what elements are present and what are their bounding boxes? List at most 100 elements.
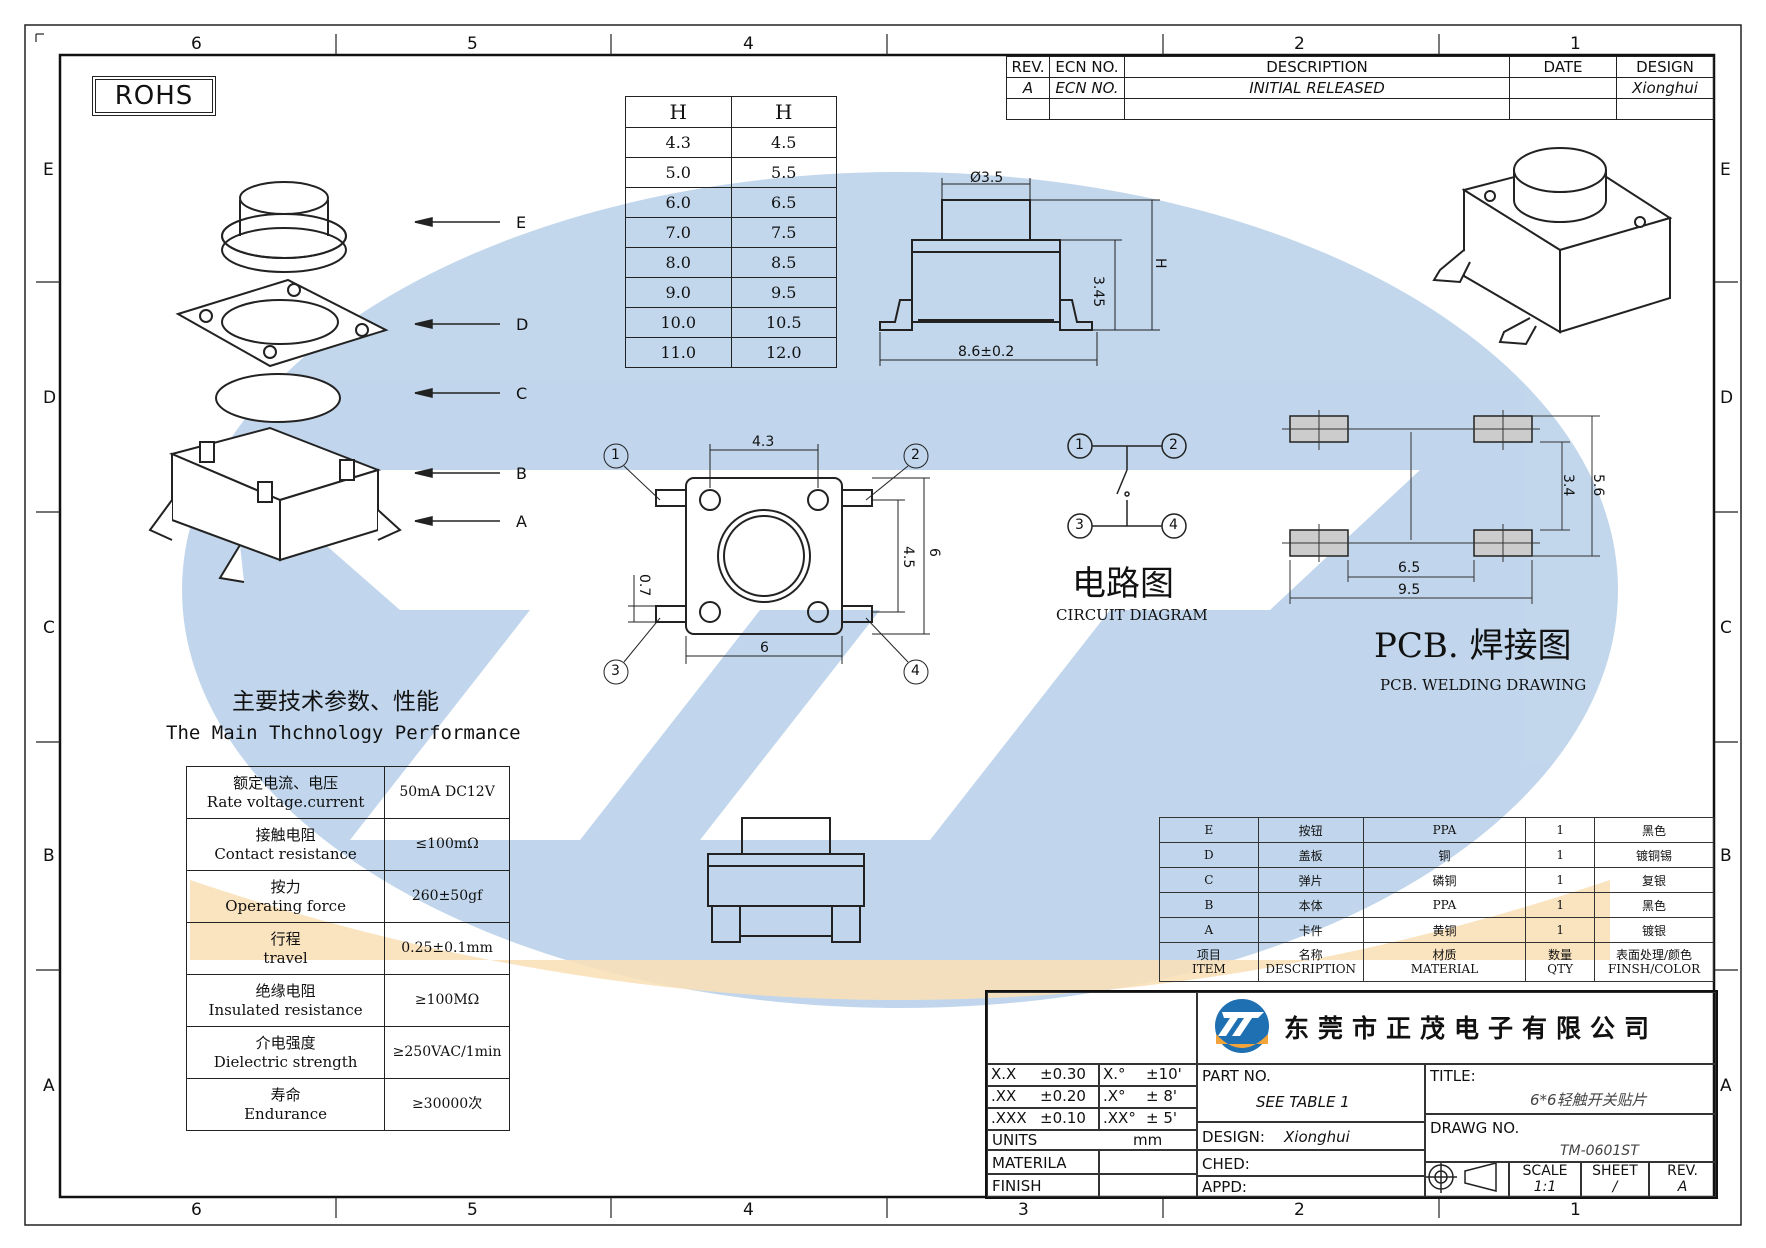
dim-diameter: Ø3.5: [970, 170, 1004, 186]
label-d: D: [516, 315, 529, 334]
dim-0-7: 0.7: [636, 574, 652, 597]
pin-2: 2: [911, 447, 920, 463]
zone-4: 4: [743, 34, 754, 54]
circuit-pin-1: 1: [1075, 437, 1084, 453]
circuit-title-en: CIRCUIT DIAGRAM: [1056, 606, 1208, 624]
zone-2: 2: [1294, 34, 1305, 54]
dim-width: 8.6±0.2: [958, 344, 1015, 360]
circuit-symbol: [1067, 433, 1187, 539]
zone-e: E: [43, 160, 54, 180]
zone-1: 1: [1570, 34, 1581, 54]
zone-numbers-bottom: 6 5 4 3 2 1: [60, 1200, 1714, 1220]
side-dims: [879, 178, 1160, 366]
label-c: C: [516, 384, 528, 403]
pin-4: 4: [911, 663, 920, 679]
exploded-view: [148, 181, 402, 583]
label-a: A: [516, 512, 527, 531]
dim-6-5: 6.5: [1398, 560, 1421, 576]
circuit-pin-4: 4: [1169, 517, 1178, 533]
dim-4-5: 4.5: [900, 546, 916, 569]
zone-c: C: [1720, 618, 1732, 638]
front-view: [707, 817, 865, 943]
dim-3-45: 3.45: [1090, 276, 1106, 308]
circuit-pin-2: 2: [1169, 437, 1178, 453]
top-view: [655, 477, 873, 635]
zone-5: 5: [467, 1200, 478, 1220]
dim-9-5: 9.5: [1398, 582, 1421, 598]
dim-6-right: 6: [926, 548, 942, 557]
zone-numbers-top: 6 5 4 2 1: [60, 34, 1714, 54]
projection-symbol: [1425, 1161, 1497, 1193]
dim-h: H: [1152, 258, 1168, 269]
exploded-arrows: [414, 217, 500, 526]
revision-table: REV. ECN NO. DESCRIPTION DATE DESIGN A E…: [1006, 56, 1714, 120]
zone-5: 5: [467, 34, 478, 54]
zone-6: 6: [191, 34, 202, 54]
dim-3-4: 3.4: [1560, 474, 1576, 497]
zone-3: 3: [1018, 1200, 1029, 1220]
rohs-text: ROHS: [95, 79, 213, 113]
circuit-title-cn: 电路图: [1072, 564, 1174, 604]
company-name: 东莞市正茂电子有限公司: [1197, 992, 1716, 1064]
label-e: E: [516, 213, 527, 232]
zone-1: 1: [1570, 1200, 1581, 1220]
zone-e: E: [1720, 160, 1731, 180]
col-h2: H: [730, 96, 837, 128]
iso-view: [1432, 147, 1673, 346]
top-dims: [603, 443, 930, 685]
zone-6: 6: [191, 1200, 202, 1220]
zone-a: A: [1720, 1076, 1732, 1096]
zone-b: B: [1720, 846, 1732, 866]
params-title-en: The Main Thchnology Performance: [166, 722, 521, 744]
zone-c: C: [43, 618, 55, 638]
params-title-cn: 主要技术参数、性能: [232, 689, 439, 715]
dim-4-3: 4.3: [752, 434, 775, 450]
label-b: B: [516, 464, 527, 483]
dim-5-6: 5.6: [1590, 474, 1606, 497]
dim-6-bottom: 6: [760, 640, 769, 656]
side-view: [879, 199, 1093, 331]
zone-d: D: [43, 388, 57, 408]
title-block: 东莞市正茂电子有限公司 X.X±0.30 X.°±10' .XX±0.20 .X…: [985, 990, 1718, 1199]
pin-3: 3: [611, 663, 620, 679]
pcb-title-en: PCB. WELDING DRAWING: [1380, 676, 1587, 694]
company-logo: [1215, 999, 1269, 1053]
pcb-title-cn: PCB. 焊接图: [1374, 626, 1572, 666]
zone-2: 2: [1294, 1200, 1305, 1220]
outer-frame: [24, 24, 1742, 1226]
zone-b: B: [43, 846, 55, 866]
zone-d: D: [1720, 388, 1734, 408]
zone-4: 4: [743, 1200, 754, 1220]
circuit-pin-3: 3: [1075, 517, 1084, 533]
col-h1: H: [625, 96, 732, 128]
pin-1: 1: [611, 447, 620, 463]
pcb-dims: [1282, 410, 1600, 604]
rohs-badge: ROHS: [92, 76, 216, 116]
zone-a: A: [43, 1076, 55, 1096]
